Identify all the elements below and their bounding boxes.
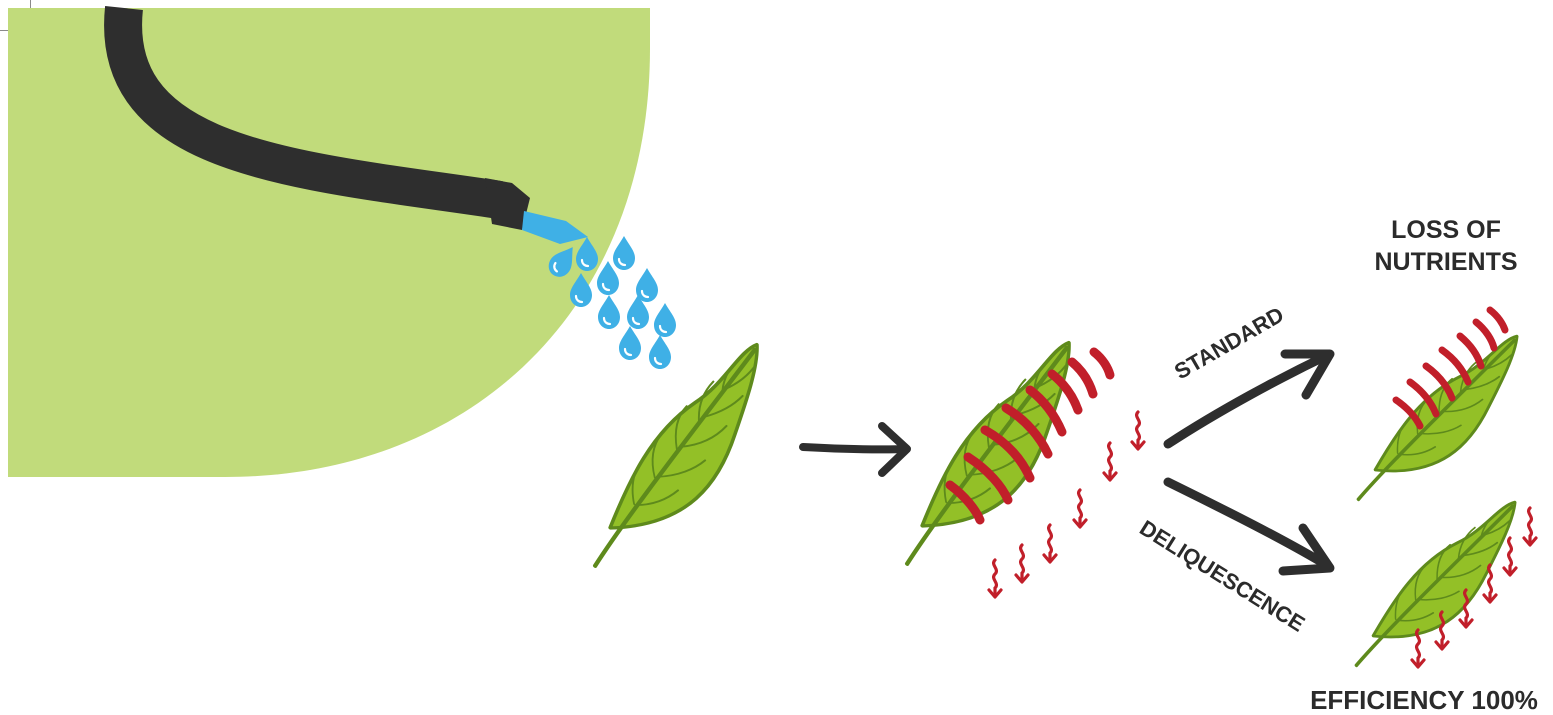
background-blob bbox=[8, 8, 650, 477]
water-drop-icon bbox=[654, 303, 676, 337]
wavy-down-arrow-icon bbox=[1044, 525, 1056, 562]
label-efficiency: EFFICIENCY 100% bbox=[1310, 685, 1538, 715]
water-drop-icon bbox=[636, 268, 658, 302]
wavy-down-arrow-icon bbox=[1524, 508, 1536, 545]
water-drop-icon bbox=[613, 236, 635, 270]
wavy-down-arrow-icon bbox=[1016, 545, 1028, 582]
label-loss-of-nutrients-line2: NUTRIENTS bbox=[1374, 248, 1517, 276]
arrow-to-sprayed-leaf bbox=[803, 426, 907, 473]
leaf-after-deliquescence bbox=[1339, 490, 1543, 690]
wavy-down-arrow-icon bbox=[1504, 538, 1516, 575]
water-drop-icon bbox=[619, 326, 641, 360]
wavy-down-arrow-icon bbox=[989, 560, 1001, 597]
wavy-down-arrow-icon bbox=[1104, 443, 1116, 480]
water-drop-icon bbox=[597, 261, 619, 295]
label-deliquescence: DELIQUESCENCE bbox=[1135, 515, 1309, 637]
sprayed-leaf bbox=[884, 330, 1144, 597]
label-standard: STANDARD bbox=[1170, 302, 1288, 385]
wavy-down-arrow-icon bbox=[1132, 412, 1144, 449]
water-drop-icon bbox=[598, 295, 620, 329]
leaf-after-standard bbox=[1341, 310, 1545, 523]
water-drop-icon bbox=[649, 335, 671, 369]
leaf-icon bbox=[572, 332, 796, 591]
label-loss-of-nutrients-line1: LOSS OF bbox=[1391, 216, 1501, 244]
wavy-down-arrow-icon bbox=[1074, 490, 1086, 527]
leaf-icon bbox=[1339, 490, 1543, 690]
